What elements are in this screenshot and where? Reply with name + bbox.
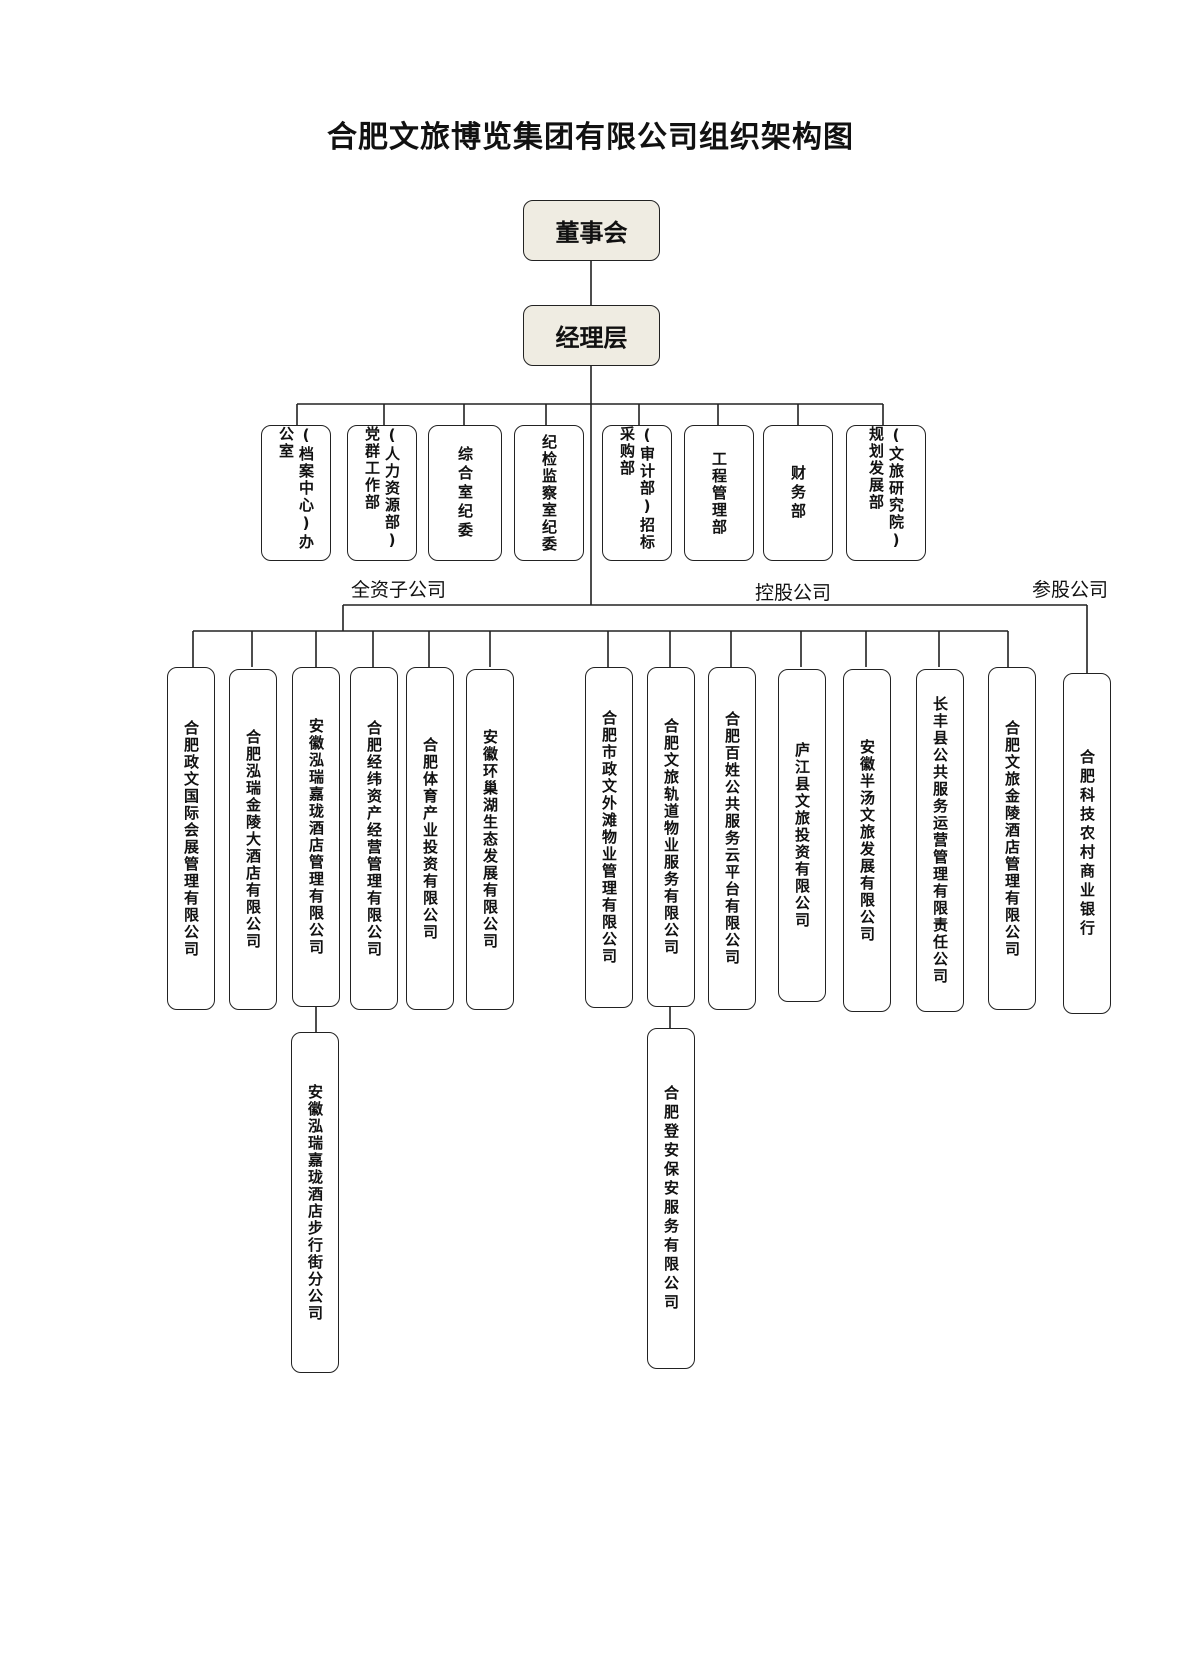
subsidiary-label: 合肥文旅金陵酒店管理有限公司 — [1003, 719, 1021, 958]
subsidiary-box: 合肥政文国际会展管理有限公司 — [167, 667, 215, 1010]
department-box-general: 综合室纪委 — [428, 425, 502, 561]
department-label: (档案中心)办公室 — [277, 426, 315, 551]
department-box-procurement: (审计部)招标采购部 — [602, 425, 672, 561]
department-box-party: (人力资源部)党群工作部 — [347, 425, 417, 561]
group-label-wholly-owned: 全资子公司 — [351, 579, 447, 601]
department-box-finance: 财务部 — [763, 425, 833, 561]
department-label: 财务部 — [789, 464, 807, 522]
chart-title: 合肥文旅博览集团有限公司组织架构图 — [327, 120, 854, 155]
subsidiary-box: 长丰县公共服务运营管理有限责任公司 — [916, 669, 964, 1012]
subsidiary-box: 合肥文旅轨道物业服务有限公司 — [647, 667, 695, 1007]
subsidiary-box: 合肥市政文外滩物业管理有限公司 — [585, 667, 633, 1008]
group-label-holding: 控股公司 — [755, 582, 832, 604]
department-box-engineering: 工程管理部 — [684, 425, 754, 561]
subsidiary-box: 安徽半汤文旅发展有限公司 — [843, 669, 891, 1012]
subsidiary-label: 庐江县文旅投资有限公司 — [793, 742, 811, 929]
subsidiary-box: 合肥体育产业投资有限公司 — [406, 667, 454, 1010]
management-label: 经理层 — [555, 323, 628, 352]
subsidiary-label: 长丰县公共服务运营管理有限责任公司 — [931, 696, 949, 985]
department-label: 综合室纪委 — [456, 445, 474, 541]
board-label: 董事会 — [555, 218, 628, 247]
department-label: 纪检监察室纪委 — [540, 433, 558, 553]
department-label: (文旅研究院)规划发展部 — [867, 426, 905, 551]
subsidiary-box: 安徽泓瑞嘉珑酒店管理有限公司 — [292, 667, 340, 1007]
department-box-planning: (文旅研究院)规划发展部 — [846, 425, 926, 561]
subsidiary-label: 合肥科技农村商业银行 — [1078, 748, 1096, 939]
subsidiary-box: 庐江县文旅投资有限公司 — [778, 669, 826, 1002]
subsidiary-label: 合肥经纬资产经营管理有限公司 — [365, 719, 383, 958]
subsidiary-box: 合肥经纬资产经营管理有限公司 — [350, 667, 398, 1010]
board-box: 董事会 — [523, 200, 660, 261]
subsidiary-box-bank: 合肥科技农村商业银行 — [1063, 673, 1111, 1014]
subsidiary-label: 安徽半汤文旅发展有限公司 — [858, 738, 876, 943]
subsidiary-label: 合肥文旅轨道物业服务有限公司 — [662, 718, 680, 956]
branch-box: 安徽泓瑞嘉珑酒店步行街分公司 — [291, 1032, 339, 1373]
subsidiary-label: 合肥百姓公共服务云平台有限公司 — [723, 711, 741, 966]
branch-label: 合肥登安保安服务有限公司 — [662, 1084, 680, 1313]
department-label: 工程管理部 — [710, 450, 728, 536]
department-label: (审计部)招标采购部 — [618, 426, 656, 551]
management-box: 经理层 — [523, 305, 660, 366]
subsidiary-label: 合肥体育产业投资有限公司 — [421, 736, 439, 941]
subsidiary-label: 安徽环巢湖生态发展有限公司 — [481, 729, 499, 950]
subsidiary-box: 合肥文旅金陵酒店管理有限公司 — [988, 667, 1036, 1010]
branch-box: 合肥登安保安服务有限公司 — [647, 1028, 695, 1369]
group-label-shareholding: 参股公司 — [1032, 579, 1109, 601]
subsidiary-box: 合肥泓瑞金陵大酒店有限公司 — [229, 669, 277, 1010]
subsidiary-box: 安徽环巢湖生态发展有限公司 — [466, 669, 514, 1010]
subsidiary-label: 合肥市政文外滩物业管理有限公司 — [600, 710, 618, 965]
subsidiary-box: 合肥百姓公共服务云平台有限公司 — [708, 667, 756, 1010]
subsidiary-label: 合肥泓瑞金陵大酒店有限公司 — [244, 729, 262, 950]
department-box-office: (档案中心)办公室 — [261, 425, 331, 561]
department-label: (人力资源部)党群工作部 — [363, 426, 401, 551]
subsidiary-label: 安徽泓瑞嘉珑酒店管理有限公司 — [307, 718, 325, 956]
subsidiary-label: 合肥政文国际会展管理有限公司 — [182, 719, 200, 958]
branch-label: 安徽泓瑞嘉珑酒店步行街分公司 — [306, 1083, 324, 1322]
department-box-discipline: 纪检监察室纪委 — [514, 425, 584, 561]
